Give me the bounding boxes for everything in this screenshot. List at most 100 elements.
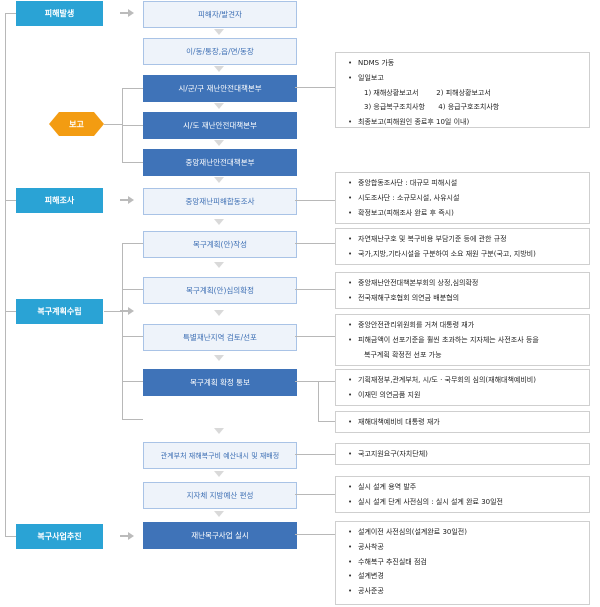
report-bracket-line	[122, 88, 143, 89]
spine-tick	[5, 536, 16, 537]
note-subitem: 1) 재해상황보고서 2) 피해상황보고서	[364, 88, 491, 97]
arrow-down-icon	[214, 310, 224, 316]
stage-damage-survey: 피해조사	[16, 188, 103, 213]
note-item: 수해복구 추진실태 점검	[348, 555, 583, 570]
step-joint-damage-survey: 중앙재난피해합동조사	[143, 188, 297, 215]
arrow-down-icon	[214, 29, 224, 35]
arrow-down-icon	[214, 262, 224, 268]
note-item: 국고지원요구(자치단체)	[348, 447, 583, 462]
arrow-down-icon	[214, 471, 224, 477]
planning-bracket-line	[122, 289, 143, 290]
planning-bracket-line	[122, 419, 143, 420]
arrow-shaft	[120, 535, 128, 537]
note-plan-review: 중앙재난안전대책본부회의 상정,심의확정 전국재해구호협회 의연금 배분협의	[335, 272, 590, 309]
note-budget-request: 국고지원요구(자치단체)	[335, 443, 590, 465]
note-connector	[295, 200, 335, 201]
arrow-shaft	[120, 199, 128, 201]
note-item: NDMS 가동	[348, 56, 583, 71]
note-connector	[295, 336, 335, 337]
spine-tick	[5, 13, 16, 14]
step-sigungu-hq: 시/군/구 재난안전대책본부	[143, 75, 297, 102]
report-diamond-shape	[49, 112, 104, 136]
step-village-head: 이/동/통장,읍/면/동장	[143, 38, 297, 65]
step-recovery-project: 재난복구사업 실시	[143, 522, 297, 549]
step-victim-discoverer: 피해자/발견자	[143, 1, 297, 28]
arrow-right-icon	[128, 196, 134, 204]
note-item: 실시 설계 단계 사전심의 : 실시 설계 완료 30일전	[348, 495, 583, 510]
arrow-shaft	[120, 12, 128, 14]
note-survey: 중앙합동조사단 : 대규모 피해시설 시도조사단 : 소규모시설, 사유시설 확…	[335, 172, 590, 224]
note-recovery-project: 설계이전 사전심의(설계완료 30일전) 공사착공 수해복구 추진실태 점검 설…	[335, 521, 590, 605]
step-ministry-budget: 관계부처 재해복구비 예산내시 및 재배정	[143, 442, 297, 469]
spine-tick	[5, 311, 16, 312]
note-connector	[295, 289, 335, 290]
note-item: 중앙안전관리위원회를 거쳐 대통령 재가	[348, 318, 583, 333]
stage-recovery-planning: 복구계획수립	[16, 299, 103, 324]
report-bracket-line	[122, 162, 143, 163]
note-item: 자연재난구호 및 복구비용 부담기준 등에 관한 규정	[348, 232, 583, 247]
note-item: 국가,지방,기타시설을 구분하여 소요 재원 구분(국고, 지방비)	[348, 247, 583, 262]
note-item: 기획재정부,관계부처, 시/도 · 국무회의 심의(재해대책예비비)	[348, 373, 583, 388]
note-item: 일일보고	[348, 71, 583, 86]
planning-bracket-line	[122, 381, 143, 382]
note-reporting: NDMS 가동 일일보고 1) 재해상황보고서 2) 피해상황보고서 3) 응급…	[335, 52, 590, 130]
note-reserve-fund: 재해대책예비비 대통령 재가	[335, 411, 590, 433]
step-central-hq: 중앙재난안전대책본부	[143, 149, 297, 176]
spine-tick	[5, 200, 16, 201]
note-item: 공사준공	[348, 584, 583, 599]
note-connector	[295, 243, 335, 244]
arrow-right-icon	[128, 307, 134, 315]
step-local-budget: 지자체 지방예산 편성	[143, 482, 297, 509]
planning-bracket-line	[122, 243, 123, 419]
arrow-shaft	[120, 310, 128, 312]
note-subitem: 3) 응급복구조치사항 4) 응급구호조치사항	[364, 103, 500, 112]
note-item: 공사착공	[348, 540, 583, 555]
note-connector	[295, 87, 335, 88]
note-item: 이재민 의연금품 지원	[348, 388, 583, 403]
step-plan-confirmation: 복구계획 확정 통보	[143, 369, 297, 396]
arrow-down-icon	[214, 511, 224, 517]
report-label: 보고	[69, 119, 84, 129]
note-item: 중앙합동조사단 : 대규모 피해시설	[348, 176, 583, 191]
step-plan-review: 복구계획(안)심의확정	[143, 277, 297, 304]
step-plan-draft: 복구계획(안)작성	[143, 231, 297, 258]
stage-damage-occurrence: 피해발생	[16, 1, 103, 26]
arrow-down-icon	[214, 355, 224, 361]
note-item: 확정보고(피해조사 완료 후 즉시)	[348, 206, 583, 221]
arrow-down-icon	[214, 66, 224, 72]
report-bracket-line	[104, 124, 122, 125]
arrow-down-icon	[214, 103, 224, 109]
note-item: 설계이전 사전심의(설계완료 30일전)	[348, 525, 583, 540]
note-item: 중앙재난안전대책본부회의 상정,심의확정	[348, 276, 583, 291]
stage-recovery-execution: 복구사업추진	[16, 524, 103, 549]
note-connector	[295, 454, 335, 455]
arrow-down-icon	[214, 140, 224, 146]
arrow-down-icon	[214, 177, 224, 183]
note-item: 최종보고(피해원인 종료후 10일 이내)	[348, 115, 583, 130]
arrow-down-icon	[214, 428, 224, 434]
note-subitem: 복구계획 확정전 선포 가능	[364, 350, 442, 359]
note-plan-confirmation: 기획재정부,관계부처, 시/도 · 국무회의 심의(재해대책예비비) 이재민 의…	[335, 369, 590, 406]
arrow-right-icon	[128, 532, 134, 540]
note-connector	[295, 494, 335, 495]
note-item: 재해대책예비비 대통령 재가	[348, 415, 583, 430]
planning-bracket-line	[122, 336, 143, 337]
note-item: 실시 설계 용역 발주	[348, 480, 583, 495]
note-connector	[295, 381, 335, 382]
note-item: 시도조사단 : 소규모시설, 사유시설	[348, 191, 583, 206]
planning-bracket-line	[104, 311, 122, 312]
note-connector	[295, 534, 335, 535]
planning-bracket-line	[122, 243, 143, 244]
arrow-down-icon	[214, 219, 224, 225]
note-plan-draft: 자연재난구호 및 복구비용 부담기준 등에 관한 규정 국가,지방,기타시설을 …	[335, 228, 590, 265]
note-connector	[318, 421, 335, 422]
note-special-zone: 중앙안전관리위원회를 거쳐 대통령 재가 피해금액이 선포기준을 훨씬 초과하는…	[335, 314, 590, 366]
note-item: 피해금액이 선포기준을 훨씬 초과하는 지자체는 사전조사 등을	[348, 333, 583, 348]
note-item: 전국재해구호협회 의연금 배분협의	[348, 291, 583, 306]
step-sido-hq: 시/도 재난안전대책본부	[143, 112, 297, 139]
report-bracket-line	[122, 125, 143, 126]
arrow-right-icon	[128, 9, 134, 17]
note-item: 설계변경	[348, 569, 583, 584]
step-special-disaster-zone: 특별재난지역 검토/선포	[143, 324, 297, 351]
main-spine-line	[5, 13, 6, 536]
